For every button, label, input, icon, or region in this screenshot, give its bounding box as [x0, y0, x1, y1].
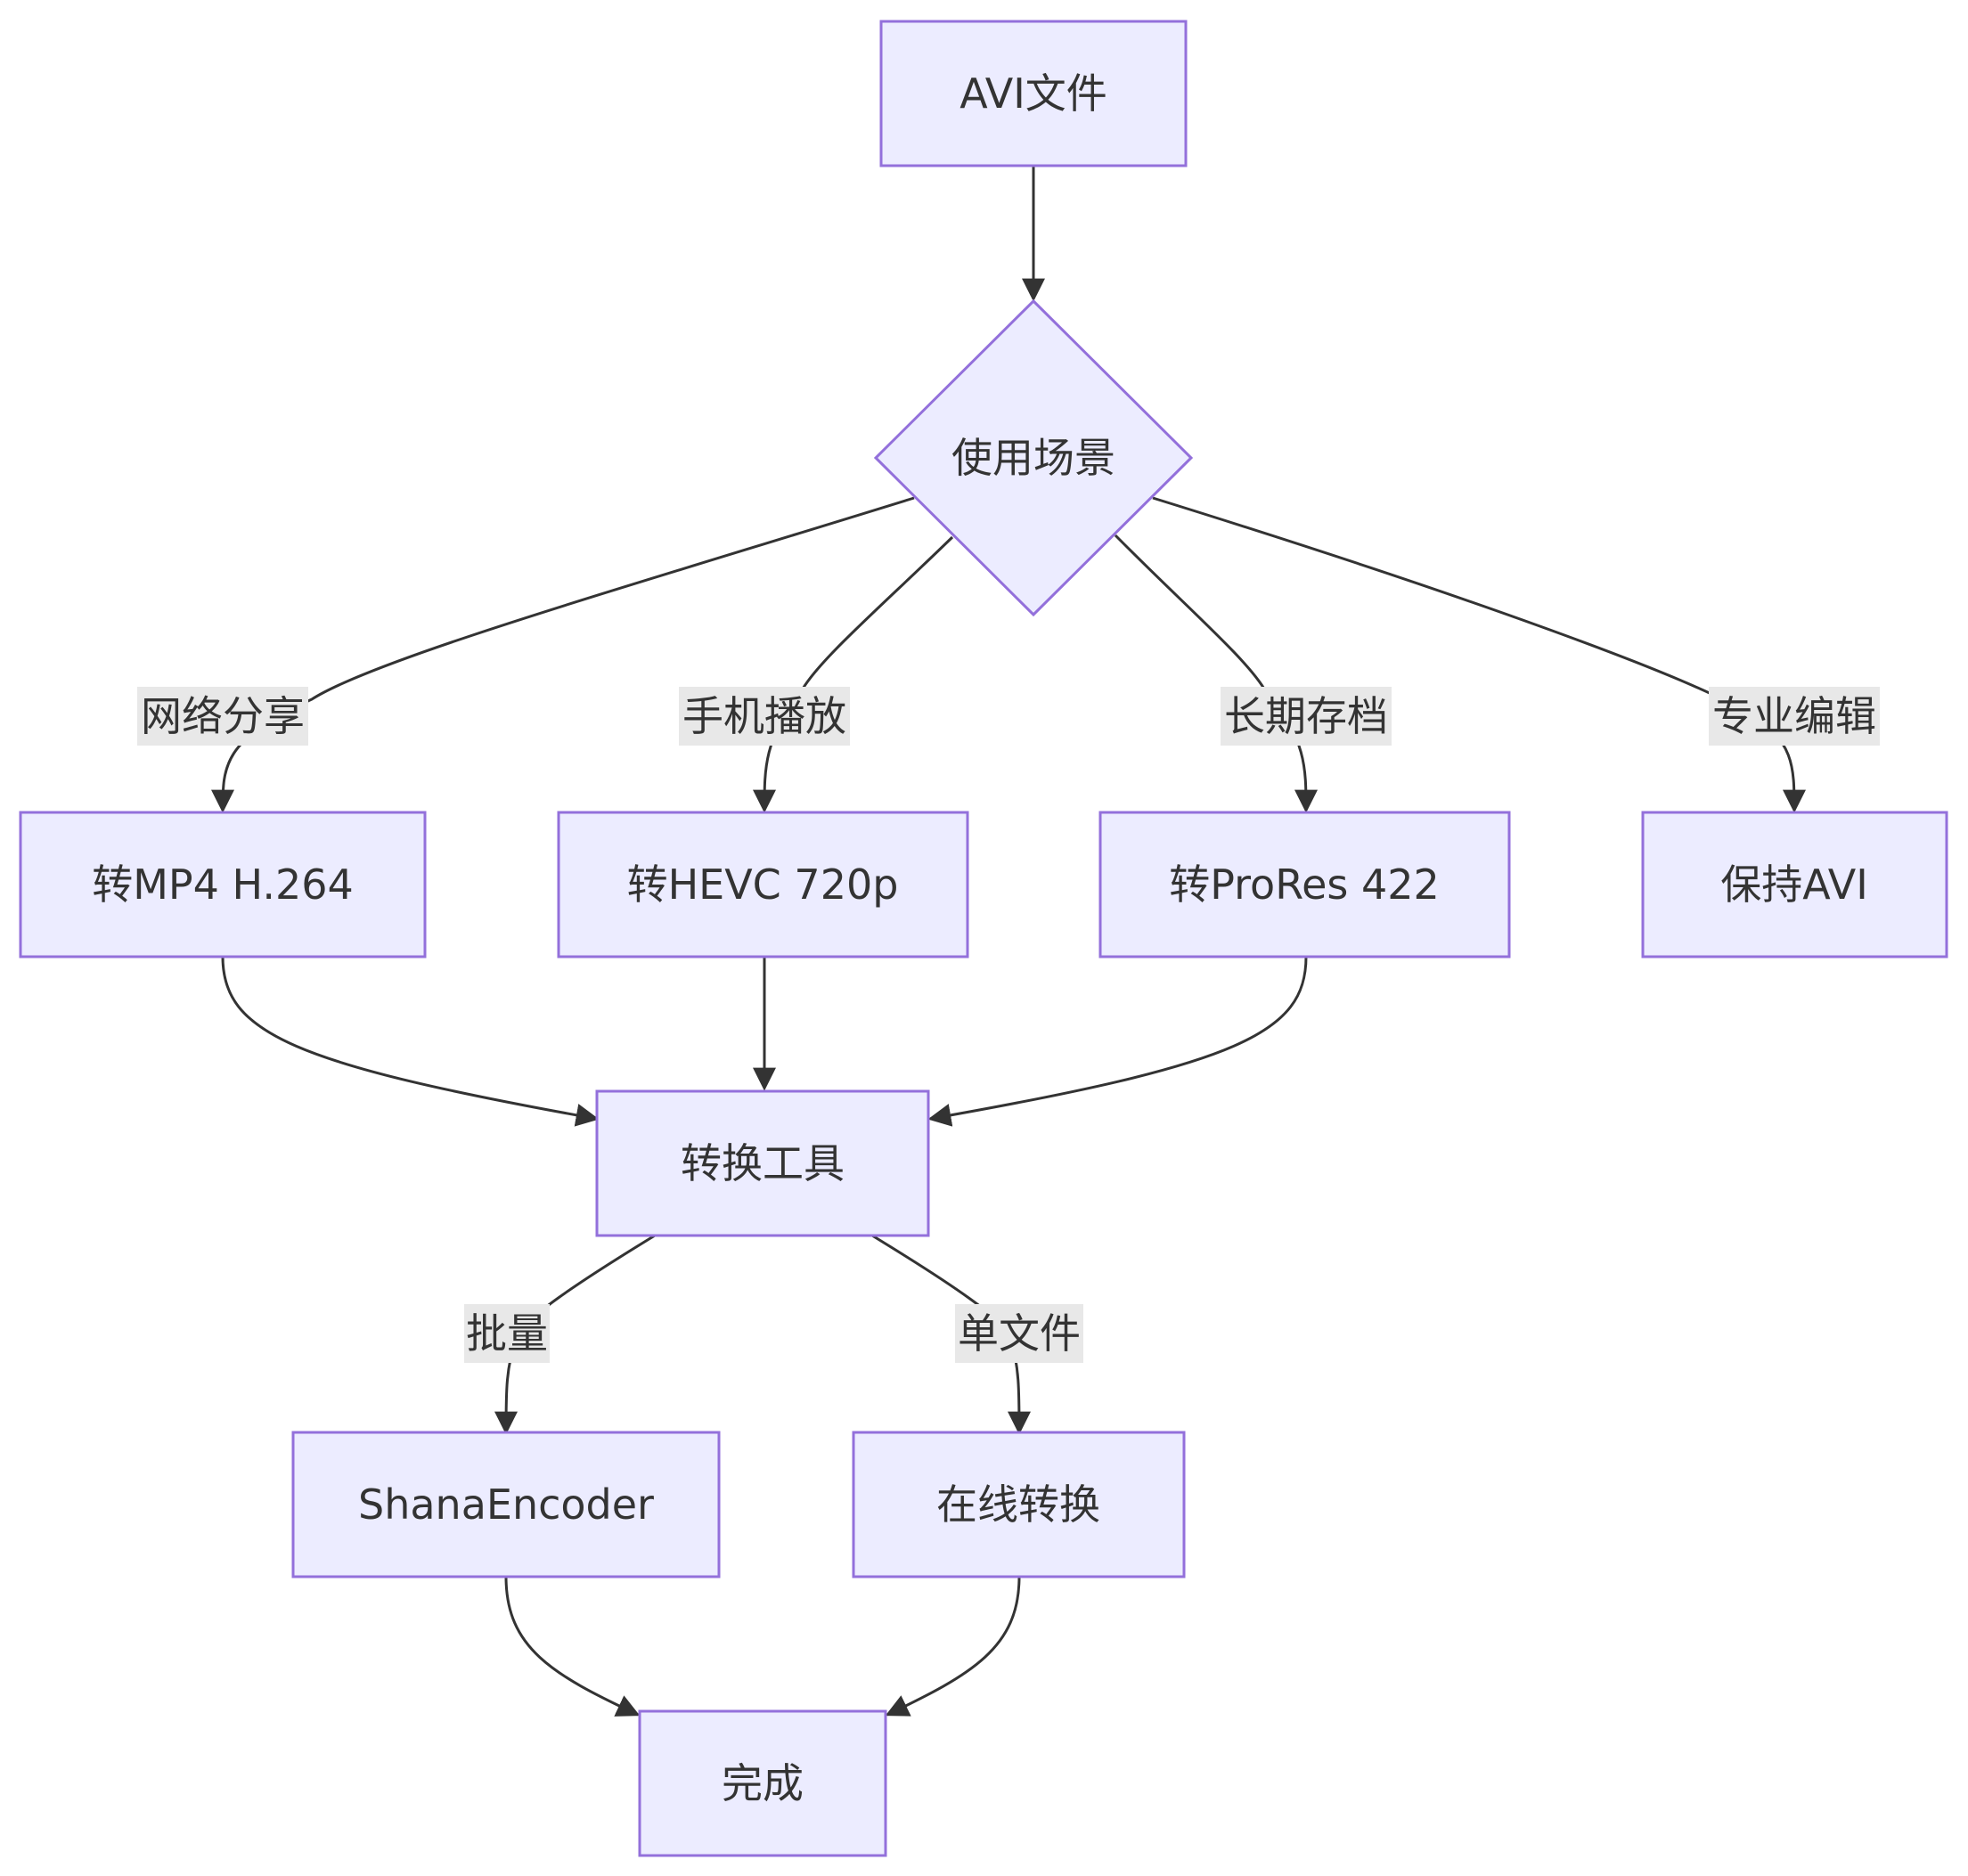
edge-scenario-to-prores [1114, 534, 1318, 813]
node-prores[interactable]: 转ProRes 422 [1098, 811, 1511, 958]
node-mp4-label: 转MP4 H.264 [92, 861, 354, 909]
edge-scenario-to-mp4 [211, 496, 915, 813]
node-tool-label: 转换工具 [681, 1139, 845, 1187]
edge-label-batch-text: 批量 [466, 1309, 548, 1358]
node-shana-label: ShanaEncoder [358, 1480, 654, 1529]
nodes: AVI文件 使用场景 转MP4 H.264 转HEVC 720p 转ProRes… [19, 20, 1948, 1857]
edge-label-phone-text: 手机播放 [682, 692, 846, 740]
edge-label-archive-text: 长期存档 [1224, 692, 1388, 740]
edge-prores-to-tool [927, 956, 1308, 1127]
node-avi-file-label: AVI文件 [960, 69, 1107, 118]
edge-label-web-share-text: 网络分享 [141, 692, 305, 740]
edge-scenario-to-keepavi [1152, 496, 1806, 813]
node-keep-avi[interactable]: 保持AVI [1641, 811, 1948, 958]
node-mp4[interactable]: 转MP4 H.264 [19, 811, 427, 958]
edge-mp4-to-tool [221, 956, 600, 1127]
node-done[interactable]: 完成 [638, 1709, 887, 1857]
edge-shana-to-done [504, 1576, 641, 1717]
node-done-label: 完成 [722, 1759, 804, 1807]
node-prores-label: 转ProRes 422 [1169, 861, 1440, 909]
edge-label-pro-edit-text: 专业编辑 [1712, 692, 1876, 740]
edge-label-phone: 手机播放 [679, 687, 850, 746]
node-tool[interactable]: 转换工具 [595, 1089, 930, 1237]
node-hevc[interactable]: 转HEVC 720p [557, 811, 969, 958]
node-online[interactable]: 在线转换 [852, 1431, 1186, 1578]
edge-label-single: 单文件 [955, 1304, 1083, 1363]
node-avi-file[interactable]: AVI文件 [879, 20, 1188, 167]
node-online-label: 在线转换 [936, 1480, 1100, 1529]
edge-label-batch: 批量 [464, 1304, 550, 1363]
edge-label-pro-edit: 专业编辑 [1709, 687, 1880, 746]
edge-label-single-text: 单文件 [958, 1309, 1081, 1358]
node-hevc-label: 转HEVC 720p [627, 861, 899, 909]
node-keep-avi-label: 保持AVI [1720, 861, 1868, 909]
edge-label-archive: 长期存档 [1221, 687, 1392, 746]
edge-label-web-share: 网络分享 [137, 687, 308, 746]
node-scenario-decision[interactable]: 使用场景 [873, 298, 1194, 617]
node-scenario-label: 使用场景 [951, 434, 1115, 482]
edges [211, 166, 1806, 1717]
edge-labels: 网络分享 手机播放 长期存档 专业编辑 批量 单文件 [137, 687, 1880, 1363]
node-shana[interactable]: ShanaEncoder [291, 1431, 721, 1578]
edge-online-to-done [885, 1576, 1021, 1717]
edge-scenario-to-hevc [753, 535, 954, 813]
